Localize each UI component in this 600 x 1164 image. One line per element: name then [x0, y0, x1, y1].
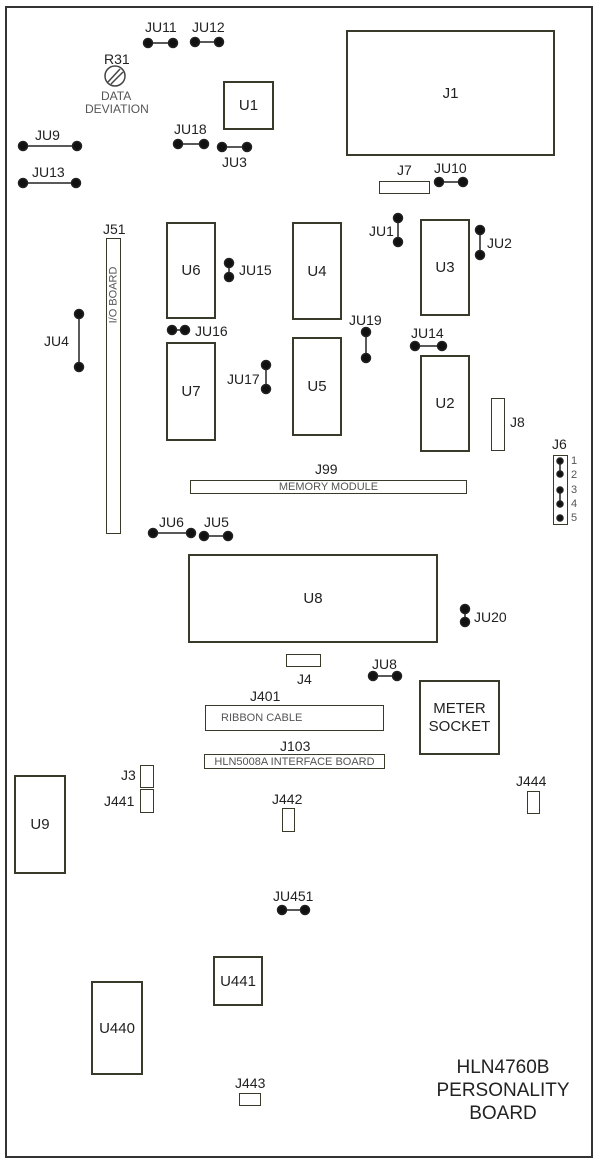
u6-label: U6 — [181, 262, 201, 279]
u3-label: U3 — [435, 259, 455, 276]
ju11-label: JU11 — [145, 19, 177, 35]
u9-label: U9 — [30, 816, 50, 833]
j103-caption: HLN5008A INTERFACE BOARD — [214, 755, 375, 768]
meter-socket: METER SOCKET — [419, 680, 500, 755]
j99-caption: MEMORY MODULE — [278, 481, 379, 493]
j444-label: J444 — [516, 773, 547, 789]
u5-label: U5 — [307, 378, 327, 395]
j6-pin-2: 2 — [571, 469, 578, 481]
connector-j441 — [140, 789, 154, 813]
j6-label: J6 — [552, 436, 567, 452]
component-u441: U441 — [213, 956, 263, 1006]
ju17-label: JU17 — [227, 371, 260, 387]
u1-label: U1 — [238, 97, 259, 114]
connector-j6 — [553, 455, 568, 525]
r31-caption-line2: DEVIATION — [85, 102, 149, 116]
j443-label: J443 — [235, 1075, 266, 1091]
ju18-label: JU18 — [174, 121, 207, 137]
ju5-label: JU5 — [204, 514, 229, 530]
j6-pin-4: 4 — [571, 498, 578, 510]
board-title-line2: PERSONALITY — [436, 1080, 570, 1101]
connector-j4 — [286, 654, 321, 667]
connector-j443 — [239, 1093, 261, 1106]
u7-label: U7 — [181, 383, 201, 400]
connector-j401-ribbon-cable: RIBBON CABLE — [205, 705, 384, 731]
j99-label: J99 — [315, 461, 338, 477]
j401-label: J401 — [250, 688, 281, 704]
meter-socket-line1: METER — [433, 699, 486, 717]
ju3-label: JU3 — [222, 154, 247, 170]
j401-caption: RIBBON CABLE — [221, 712, 303, 724]
component-u6: U6 — [166, 222, 216, 319]
component-u440: U440 — [91, 981, 143, 1075]
ju6-label: JU6 — [159, 514, 184, 530]
component-u8: U8 — [188, 554, 438, 643]
u440-label: U440 — [99, 1019, 135, 1037]
ju4-label: JU4 — [44, 333, 69, 349]
board-title-line3: BOARD — [469, 1103, 537, 1124]
board-title: HLN4760B PERSONALITY BOARD — [418, 1056, 588, 1125]
j4-label: J4 — [297, 671, 312, 687]
ju15-label: JU15 — [239, 262, 272, 278]
component-j1: J1 — [346, 30, 555, 156]
j442-label: J442 — [272, 791, 303, 807]
component-u2: U2 — [420, 355, 470, 452]
connector-j7 — [379, 181, 430, 194]
j441-label: J441 — [104, 793, 135, 809]
ju8-label: JU8 — [372, 656, 397, 672]
connector-j103-interface-board: HLN5008A INTERFACE BOARD — [204, 754, 385, 769]
j103-label: J103 — [280, 738, 311, 754]
meter-socket-line2: SOCKET — [428, 717, 491, 735]
board-title-line1: HLN4760B — [456, 1057, 550, 1078]
connector-j3 — [140, 765, 154, 788]
ju19-label: JU19 — [349, 312, 382, 328]
j6-pin-3: 3 — [571, 484, 578, 496]
ju1-label: JU1 — [369, 223, 394, 239]
component-u7: U7 — [166, 342, 216, 441]
u2-label: U2 — [435, 395, 455, 412]
ju9-label: JU9 — [35, 127, 60, 143]
connector-j444 — [527, 791, 540, 814]
connector-j8 — [491, 398, 505, 451]
ju16-label: JU16 — [195, 323, 228, 339]
j8-label: J8 — [510, 414, 525, 430]
connector-j99-memory-module: MEMORY MODULE — [190, 480, 467, 494]
j1-label: J1 — [442, 84, 459, 102]
ju2-label: JU2 — [487, 235, 512, 251]
u8-label: U8 — [303, 590, 323, 607]
j7-label: J7 — [397, 162, 412, 178]
j3-label: J3 — [121, 767, 136, 783]
ju13-label: JU13 — [32, 164, 65, 180]
ju10-label: JU10 — [434, 160, 467, 176]
ju20-label: JU20 — [474, 609, 507, 625]
j51-label: J51 — [103, 221, 126, 237]
component-u9: U9 — [14, 775, 66, 874]
ju451-label: JU451 — [273, 888, 314, 904]
r31-caption-line1: DATA — [101, 89, 132, 103]
j6-pin-1: 1 — [571, 455, 578, 467]
component-u1: U1 — [223, 81, 274, 130]
component-u3: U3 — [420, 219, 470, 316]
j6-pin-5: 5 — [571, 512, 578, 524]
r31-label: R31 — [104, 51, 130, 67]
j51-caption: I/O BOARD — [107, 266, 120, 324]
pcb-board-outline — [5, 6, 593, 1158]
ju12-label: JU12 — [192, 19, 225, 35]
ju14-label: JU14 — [411, 325, 444, 341]
component-u5: U5 — [292, 337, 342, 436]
component-u4: U4 — [292, 222, 342, 320]
connector-j442 — [282, 808, 295, 832]
u4-label: U4 — [307, 262, 327, 280]
connector-j51: I/O BOARD — [106, 238, 121, 534]
u441-label: U441 — [220, 972, 256, 990]
